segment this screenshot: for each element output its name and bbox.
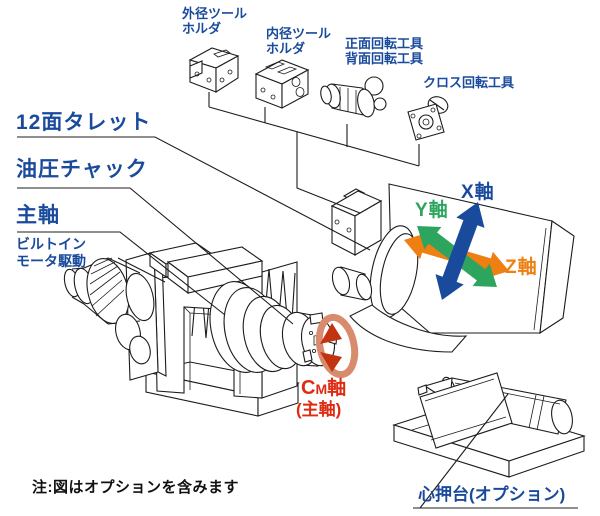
label-od-tool-line1: 外径ツール (182, 6, 248, 21)
axis-arrows (404, 202, 509, 300)
rotation-ring (315, 313, 359, 379)
label-rotary-tools: 正面回転工具 背面回転工具 (345, 36, 423, 67)
label-builtin-motor-line2: モータ駆動 (16, 252, 86, 269)
label-od-tool-holder: 外径ツール ホルダ (182, 6, 247, 37)
x-axis-arrow (435, 202, 485, 300)
label-back-rotary-tool: 背面回転工具 (345, 51, 424, 67)
label-id-tool-line1: 内径ツール (266, 26, 332, 41)
id-tool-holder-drawing (254, 59, 310, 109)
label-cm-axis-sub: (主軸) (296, 400, 342, 419)
label-tailstock: 心押台(オプション) (418, 485, 566, 504)
label-z-axis: Z軸 (505, 257, 538, 278)
leader-lines (17, 92, 578, 509)
label-spindle: 主軸 (16, 204, 60, 227)
rotary-tool-drawing (320, 76, 387, 118)
label-id-tool-line2: ホルダ (266, 41, 306, 57)
turret-drawing (330, 188, 468, 353)
cross-rotary-tool-drawing (407, 96, 449, 141)
label-turret: 12面タレット (16, 111, 152, 134)
label-hydraulic-chuck: 油圧チャック (16, 158, 148, 181)
note-text: 注:図はオプションを含みます (32, 479, 239, 496)
label-x-axis: X軸 (461, 182, 495, 203)
label-cm-axis: CM軸 (301, 377, 346, 401)
label-id-tool-holder: 内径ツール ホルダ (266, 26, 331, 57)
od-tool-holder-drawing (188, 47, 240, 94)
spindle-machine-drawing (63, 242, 338, 417)
label-cross-rotary-tool: クロス回転工具 (423, 75, 515, 90)
tailstock-drawing (392, 372, 586, 478)
label-cm-axis-m: M (315, 381, 328, 397)
label-cm-axis-suffix: 軸 (327, 378, 347, 399)
label-builtin-motor: ビルトイン モータ駆動 (16, 236, 86, 269)
label-y-axis: Y軸 (415, 200, 449, 221)
label-cm-axis-c: C (301, 377, 316, 399)
label-od-tool-line2: ホルダ (182, 21, 222, 37)
label-front-rotary-tool: 正面回転工具 (345, 36, 424, 51)
label-builtin-motor-line1: ビルトイン (16, 236, 86, 252)
